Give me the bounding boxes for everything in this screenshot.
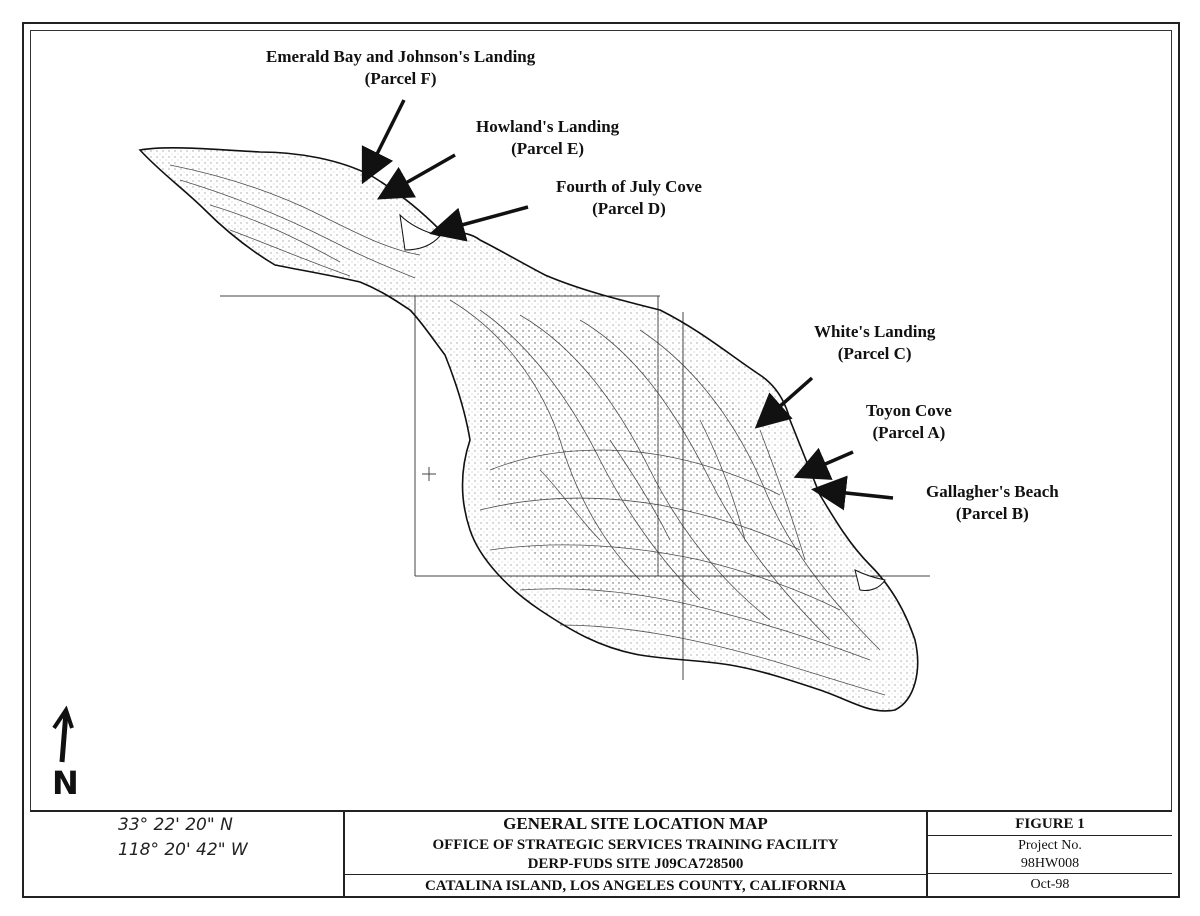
title-cell: GENERAL SITE LOCATION MAP OFFICE OF STRA… (345, 812, 928, 896)
avalon-bay (854, 569, 886, 591)
arrow-parcel-a (793, 447, 854, 480)
parcel-label-d: Fourth of July Cove (Parcel D) (556, 176, 702, 220)
project-cell: Project No. 98HW008 (928, 836, 1172, 874)
arrow-parcel-f (361, 99, 406, 185)
parcel-name: Howland's Landing (476, 117, 620, 136)
title-divider (345, 874, 926, 875)
parcel-code: (Parcel E) (511, 139, 584, 158)
arrow-parcel-d (429, 205, 529, 242)
map-title: GENERAL SITE LOCATION MAP (503, 814, 768, 833)
parcel-label-c: White's Landing (Parcel C) (814, 321, 935, 365)
arrow-parcel-e (376, 153, 456, 200)
figure-date: Oct-98 (1030, 877, 1070, 892)
parcel-code: (Parcel F) (364, 69, 437, 88)
title-block: 33° 22' 20" N 118° 20' 42" W GENERAL SIT… (30, 810, 1172, 896)
site-id: DERP-FUDS SITE J09CA728500 (527, 856, 744, 872)
contour-lines (169, 164, 886, 696)
parcel-code: (Parcel A) (872, 423, 946, 442)
facility-name: OFFICE OF STRATEGIC SERVICES TRAINING FA… (432, 837, 839, 853)
parcel-name: White's Landing (814, 322, 936, 341)
parcel-label-b: Gallagher's Beach (Parcel B) (926, 481, 1059, 525)
map-border (30, 30, 1172, 810)
parcel-arrows (361, 99, 894, 511)
crosshair-mark (422, 467, 436, 481)
parcel-code: (Parcel B) (955, 504, 1029, 523)
parcel-name: Emerald Bay and Johnson's Landing (266, 47, 536, 66)
project-number: 98HW008 (1020, 856, 1080, 871)
parcel-name: Fourth of July Cove (556, 177, 702, 196)
parcel-label-f: Emerald Bay and Johnson's Landing (Parce… (266, 46, 535, 90)
arrow-parcel-b (811, 475, 894, 511)
parcel-code: (Parcel C) (837, 344, 912, 363)
north-letter: N (52, 764, 79, 802)
parcel-label-e: Howland's Landing (Parcel E) (476, 116, 619, 160)
figure-cell: FIGURE 1 Project No. 98HW008 Oct-98 (928, 812, 1172, 896)
north-arrow (52, 705, 74, 763)
parcel-name: Gallagher's Beach (926, 482, 1059, 501)
parcel-label-a: Toyon Cove (Parcel A) (866, 400, 952, 444)
longitude: 118° 20' 42" W (118, 840, 248, 860)
parcel-code: (Parcel D) (592, 199, 666, 218)
terrain-stipple (470, 320, 870, 660)
arrow-parcel-c (754, 376, 814, 429)
latitude: 33° 22' 20" N (118, 815, 233, 835)
figure-number: FIGURE 1 (928, 812, 1172, 836)
coordinates-cell: 33° 22' 20" N 118° 20' 42" W (30, 812, 345, 896)
location-line: CATALINA ISLAND, LOS ANGELES COUNTY, CAL… (424, 878, 847, 894)
parcel-name: Toyon Cove (866, 401, 952, 420)
outer-border (22, 22, 1180, 898)
project-label: Project No. (1018, 838, 1082, 853)
